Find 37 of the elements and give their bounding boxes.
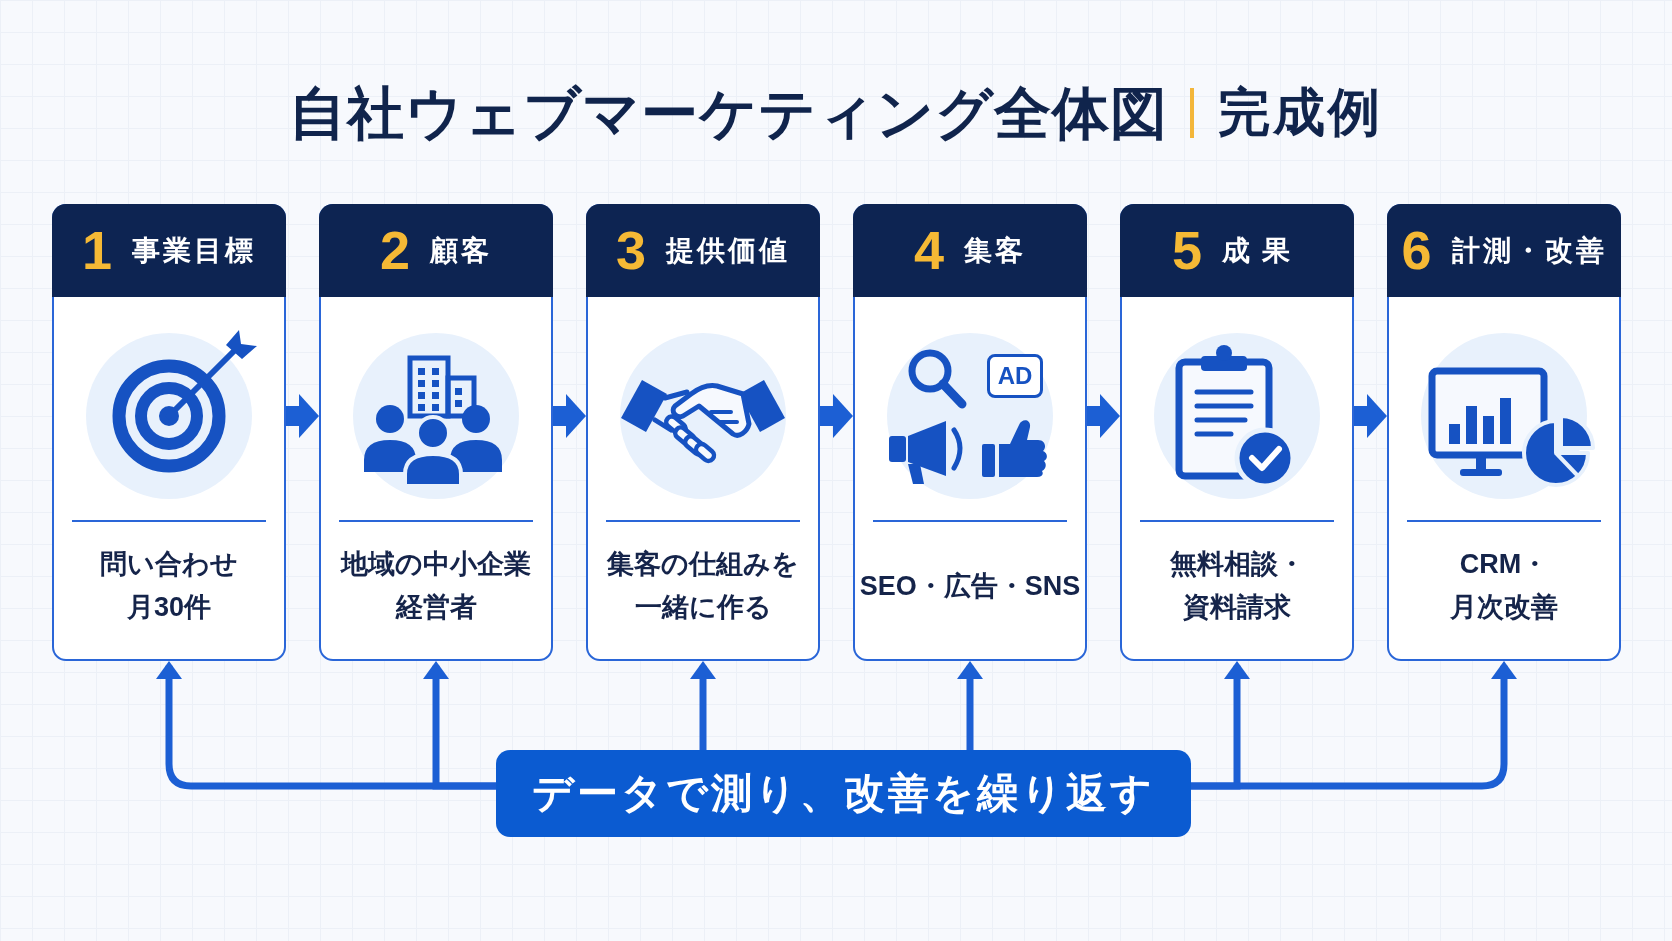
step-title: 事業目標	[132, 233, 256, 268]
step-card	[586, 204, 820, 661]
step-number: 4	[913, 222, 944, 279]
step-number: 1	[81, 222, 112, 279]
arrow	[1087, 394, 1120, 438]
step-number: 6	[1401, 222, 1432, 279]
step-card	[1387, 204, 1621, 661]
step-card	[853, 204, 1087, 661]
arrow	[286, 394, 319, 438]
step-title: 集客	[964, 233, 1026, 268]
step-number: 5	[1171, 222, 1202, 279]
step-description: CRM・月次改善	[1449, 548, 1559, 624]
step-card	[319, 204, 553, 661]
ad-badge: AD	[987, 354, 1043, 398]
step-card	[1120, 204, 1354, 661]
step-description: 問い合わせ月30件	[99, 548, 239, 624]
step-number: 2	[379, 222, 410, 279]
arrow	[957, 661, 983, 750]
step-number: 3	[615, 222, 646, 279]
arrow	[1354, 394, 1387, 438]
step-description: SEO・広告・SNS	[859, 569, 1081, 603]
step-card	[52, 204, 286, 661]
step-title: 顧客	[430, 233, 492, 268]
step-title: 提供価値	[666, 233, 790, 268]
step-title: 計測・改善	[1451, 233, 1607, 268]
subtitle: 完成例	[1218, 84, 1383, 142]
step-description: 無料相談・資料請求	[1168, 548, 1306, 624]
arrow	[553, 394, 586, 438]
step-title: 成果	[1222, 233, 1302, 268]
step-description: 地域の中小企業経営者	[339, 548, 532, 624]
arrow	[423, 661, 496, 790]
arrow	[820, 394, 853, 438]
banner: データで測り、改善を繰り返す	[496, 750, 1191, 837]
title: 自社ウェブマーケティング全体図	[289, 81, 1168, 145]
arrow	[1191, 661, 1517, 790]
arrow	[690, 661, 716, 750]
step-description: 集客の仕組みを一緒に作る	[606, 548, 800, 624]
